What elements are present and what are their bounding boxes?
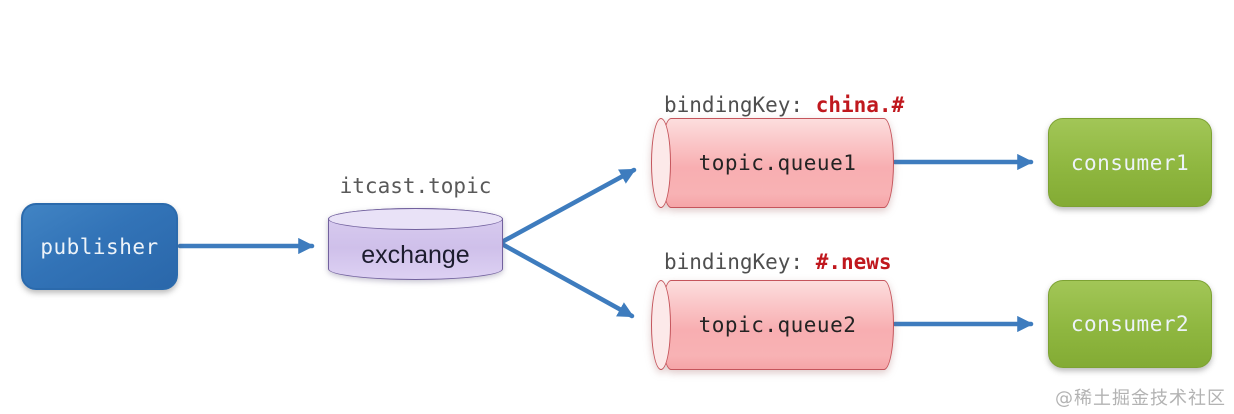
queue2-cylinder-body: topic.queue2: [661, 280, 894, 370]
binding-key-value-1: china.#: [815, 93, 905, 117]
queue1-label: topic.queue1: [698, 151, 857, 175]
arrow-exchange-to-queue1: [497, 167, 637, 246]
watermark-text: @稀土掘金技术社区: [1055, 388, 1226, 409]
binding-key-prefix-1: bindingKey:: [664, 93, 816, 117]
exchange-title: itcast.topic: [339, 174, 492, 198]
arrow-exchange-to-queue2: [497, 240, 635, 319]
exchange-cylinder-top: [328, 208, 503, 230]
binding-key-label-2: bindingKey: #.news: [664, 250, 892, 274]
publisher-label: publisher: [40, 234, 159, 259]
queue1-node: topic.queue1: [651, 118, 894, 208]
consumer1-node: consumer1: [1048, 118, 1212, 207]
consumer1-label: consumer1: [1070, 150, 1190, 175]
queue1-cylinder-cap: [651, 118, 671, 208]
consumer2-node: consumer2: [1048, 280, 1212, 368]
binding-key-prefix-2: bindingKey:: [664, 250, 816, 274]
queue2-node: topic.queue2: [651, 280, 894, 370]
exchange-label: exchange: [361, 240, 470, 269]
exchange-node: exchange: [328, 208, 503, 280]
publisher-node: publisher: [21, 203, 178, 290]
queue2-cylinder-cap: [651, 280, 671, 370]
binding-key-value-2: #.news: [815, 250, 892, 274]
queue2-label: topic.queue2: [698, 313, 857, 337]
consumer2-label: consumer2: [1070, 312, 1190, 336]
queue1-cylinder-body: topic.queue1: [661, 118, 894, 208]
binding-key-label-1: bindingKey: china.#: [664, 93, 904, 117]
